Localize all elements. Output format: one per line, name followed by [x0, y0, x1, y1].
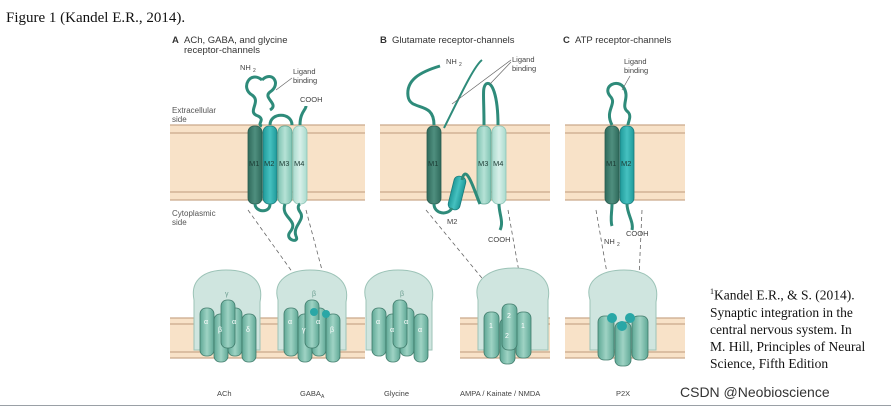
- label-m2-c: M2: [621, 159, 631, 168]
- figure-caption: Figure 1 (Kandel E.R., 2014).: [6, 10, 186, 26]
- ampa-sub-1b: 1: [521, 323, 525, 330]
- panel-c-letter: C: [563, 35, 570, 46]
- ampa-sub-2a: 2: [505, 333, 509, 340]
- ach-sub-beta: β: [218, 327, 222, 334]
- gaba-sub-gamma: γ: [302, 327, 306, 334]
- label-gaba: GABA: [300, 389, 321, 398]
- side-labels: Extracellular side Cytoplasmic side: [172, 106, 216, 227]
- p2x-receptor: P2X: [588, 269, 658, 398]
- label-m2-a: M2: [264, 159, 274, 168]
- cytoplasmic-label-2: side: [172, 218, 187, 227]
- label-ligand-b-1: Ligand: [512, 55, 535, 64]
- panel-a-letter: A: [172, 35, 179, 46]
- ach-sub-alpha-2: α: [232, 319, 236, 326]
- ach-sub-delta: δ: [246, 327, 250, 334]
- label-cooh-a: COOH: [300, 95, 323, 104]
- panel-b-letter: B: [380, 35, 387, 46]
- panel-b-channel: M1 M3 M4 NH 2 Ligand binding M2 COOH: [406, 55, 536, 244]
- panel-c-title: ATP receptor-channels: [575, 35, 672, 46]
- label-nh2-sub-b: 2: [459, 62, 462, 68]
- reference-line-3: central nervous system. In: [710, 321, 852, 337]
- ach-sub-alpha-1: α: [204, 319, 208, 326]
- label-ligand-c-1: Ligand: [624, 57, 647, 66]
- reference-marker: 1: [710, 287, 714, 296]
- extracellular-label-2: side: [172, 115, 187, 124]
- panel-a-title-2: receptor-channels: [184, 45, 260, 56]
- label-m4-a: M4: [294, 159, 304, 168]
- panel-b-title: Glutamate receptor-channels: [392, 35, 515, 46]
- ach-sub-gamma: γ: [225, 291, 229, 298]
- panel-a-title-1: ACh, GABA, and glycine: [184, 35, 288, 46]
- label-nh2-c: NH: [604, 237, 615, 246]
- label-gaba-sub: A: [321, 394, 325, 400]
- label-ampa: AMPA / Kainate / NMDA: [460, 389, 540, 398]
- label-nh2-b: NH: [446, 57, 457, 66]
- label-nh2-sub-c: 2: [617, 242, 620, 248]
- label-cooh-c: COOH: [626, 229, 649, 238]
- label-m2-b: M2: [447, 217, 457, 226]
- label-m3-a: M3: [279, 159, 289, 168]
- gaba-receptor: α α γ β β GABA A: [276, 269, 348, 400]
- ampa-receptor: 1 2 1 2 AMPA / Kainate / NMDA: [460, 267, 550, 398]
- ampa-sub-1a: 1: [489, 323, 493, 330]
- panel-titles: A ACh, GABA, and glycine receptor-channe…: [172, 35, 672, 56]
- label-ligand-a-1: Ligand: [293, 67, 316, 76]
- reference-line-1: Kandel E.R., & S. (2014).: [714, 287, 855, 303]
- ampa-sub-2b: 2: [507, 313, 511, 320]
- reference-line-5: Science, Fifth Edition: [710, 355, 829, 371]
- label-m3-b: M3: [478, 159, 488, 168]
- cytoplasmic-label-1: Cytoplasmic: [172, 209, 216, 218]
- label-m1-a: M1: [249, 159, 259, 168]
- label-ligand-a-2: binding: [293, 76, 317, 85]
- reference-line-4: M. Hill, Principles of Neural: [710, 338, 866, 354]
- label-cooh-b: COOH: [488, 235, 511, 244]
- reference-line-2: Synaptic integration in the: [710, 304, 853, 320]
- label-m1-b: M1: [428, 159, 438, 168]
- label-p2x: P2X: [616, 389, 630, 398]
- bottom-divider: [0, 405, 891, 406]
- panel-a-channel: M1 M2 M3 M4 NH 2 Ligand binding COOH: [240, 63, 323, 242]
- reference-note: 1Kandel E.R., & S. (2014). Synaptic inte…: [710, 283, 888, 372]
- label-m4-b: M4: [493, 159, 503, 168]
- label-ligand-c-2: binding: [624, 66, 648, 75]
- label-m1-c: M1: [606, 159, 616, 168]
- membrane-band-b: [380, 125, 550, 200]
- panel-c-channel: M1 M2 Ligand binding NH 2 COOH: [604, 57, 649, 248]
- watermark: CSDN @Neobioscience: [680, 384, 830, 400]
- gaba-sub-alpha-2: α: [316, 319, 320, 326]
- gly-sub-alpha-1: α: [376, 319, 380, 326]
- label-nh2-sub-a: 2: [253, 68, 256, 74]
- label-ach: ACh: [217, 389, 232, 398]
- gly-sub-alpha-2: α: [404, 319, 408, 326]
- label-glycine: Glycine: [384, 389, 409, 398]
- gaba-sub-alpha-1: α: [288, 319, 292, 326]
- ach-receptor: α α β δ γ ACh: [192, 269, 262, 398]
- label-nh2-a: NH: [240, 63, 251, 72]
- label-ligand-b-2: binding: [512, 64, 536, 73]
- glycine-receptor: α α α α β Glycine: [364, 269, 434, 398]
- gly-sub-alpha-3: α: [390, 327, 394, 334]
- gly-sub-beta: β: [400, 291, 404, 298]
- gaba-sub-beta: β: [312, 291, 316, 298]
- gly-sub-alpha-4: α: [418, 327, 422, 334]
- gaba-sub-beta-2: β: [330, 327, 334, 334]
- extracellular-label-1: Extracellular: [172, 106, 216, 115]
